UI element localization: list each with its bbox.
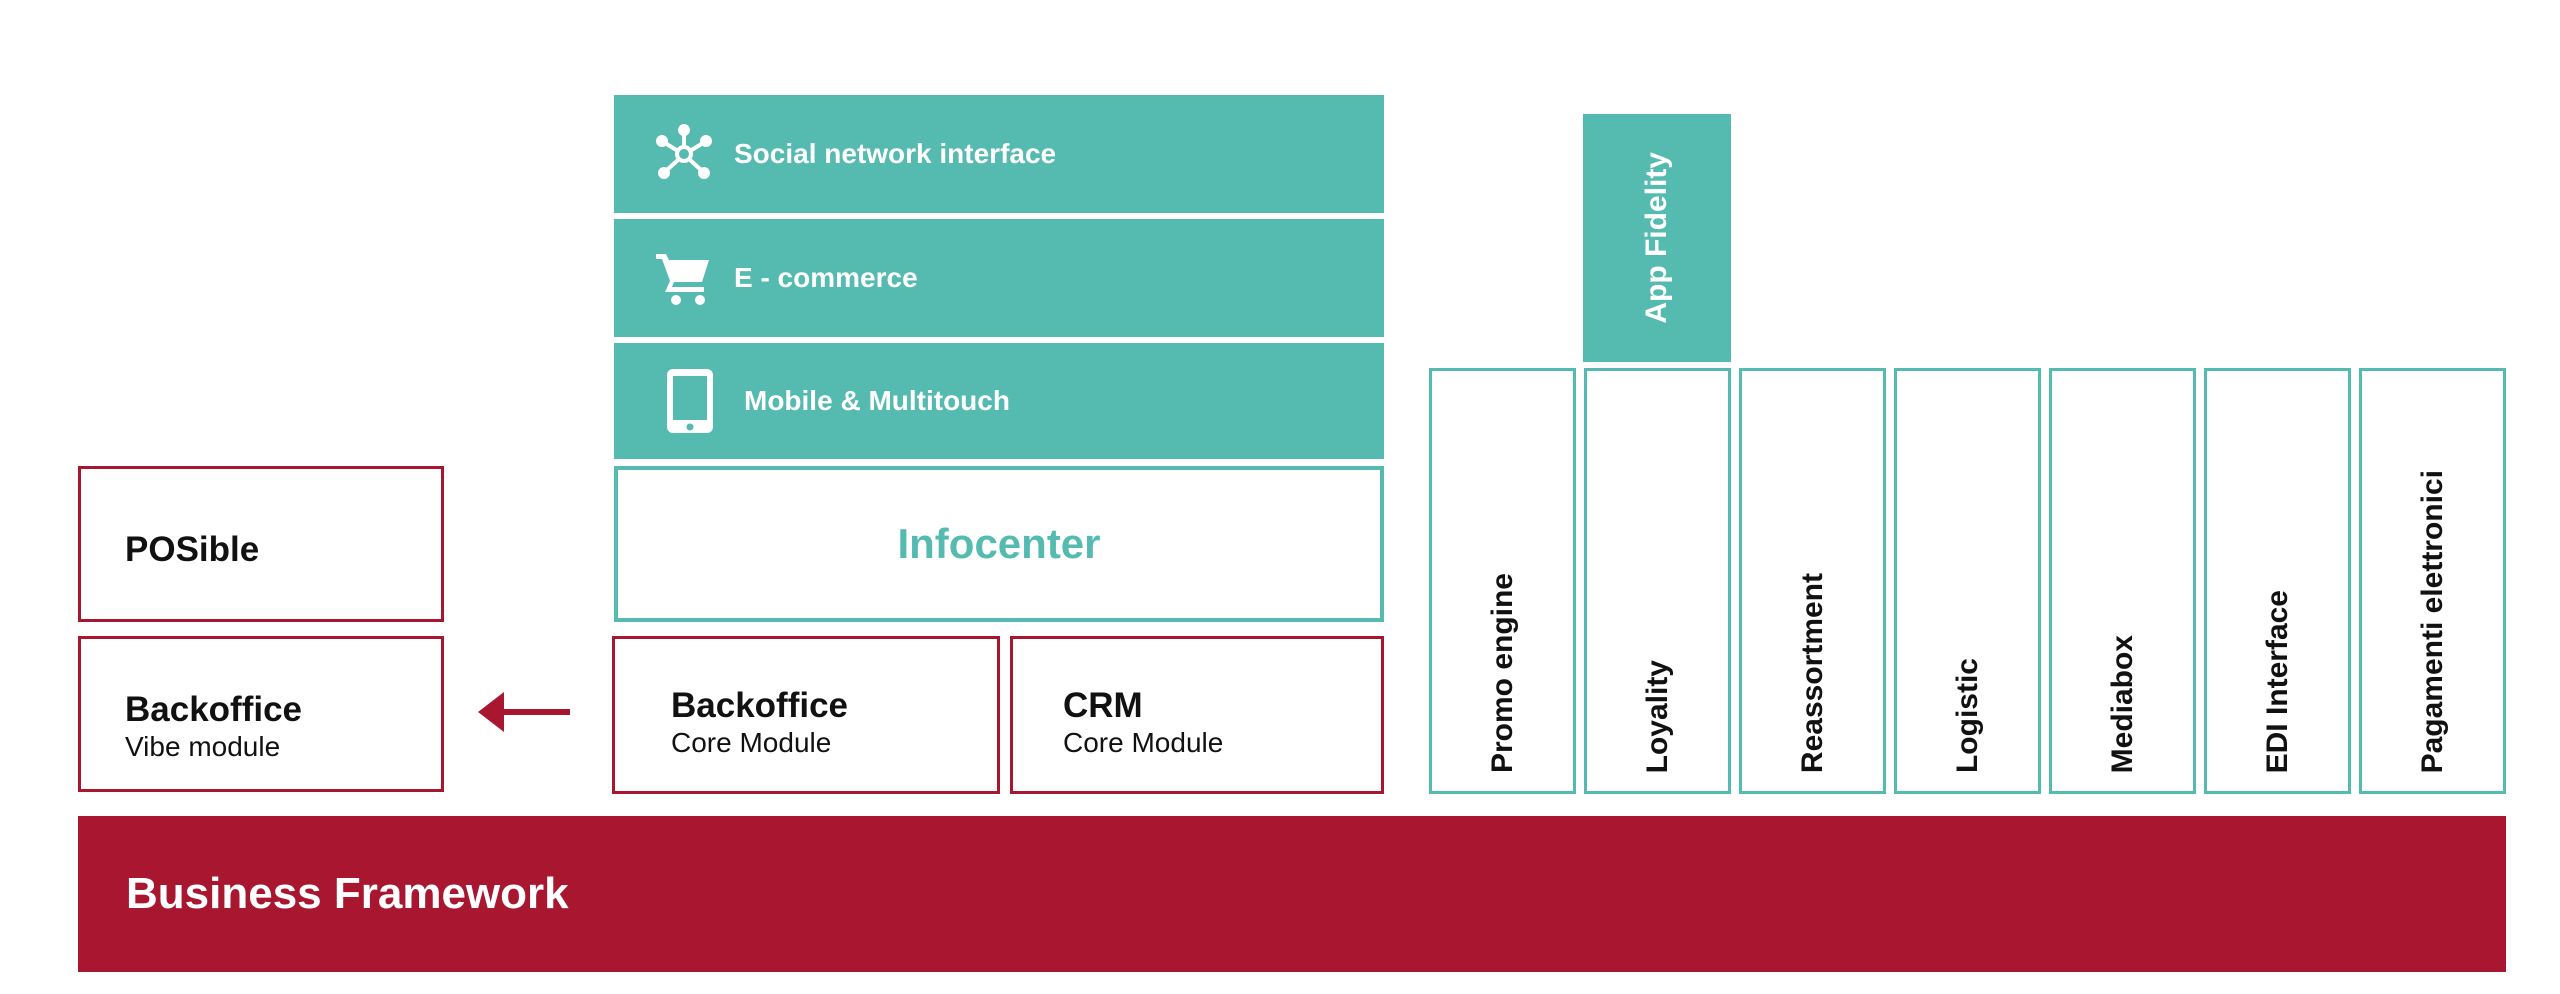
module-label: Loyality bbox=[1640, 659, 1674, 773]
ecommerce-label: E - commerce bbox=[734, 262, 918, 293]
module-logistic: Logistic bbox=[1894, 368, 2041, 794]
app-fidelity-block: App Fidelity bbox=[1583, 114, 1731, 362]
social-network-label: Social network interface bbox=[734, 138, 1057, 169]
posible-box: POSible bbox=[78, 466, 444, 622]
posible-label: POSible bbox=[125, 529, 260, 569]
module-label: Mediabox bbox=[2105, 634, 2139, 773]
crm-subtitle: Core Module bbox=[1063, 726, 1224, 758]
module-promo-engine: Promo engine bbox=[1429, 368, 1576, 794]
crm-core-box: CRM Core Module bbox=[1010, 636, 1384, 794]
backoffice-core-subtitle: Core Module bbox=[671, 726, 832, 758]
infocenter-label: Infocenter bbox=[897, 520, 1101, 567]
ecommerce-block: E - commerce bbox=[614, 219, 1384, 337]
cart-icon bbox=[654, 244, 714, 312]
module-label: Promo engine bbox=[1485, 572, 1519, 773]
tablet-icon bbox=[660, 367, 720, 435]
business-framework-label: Business Framework bbox=[126, 869, 569, 918]
backoffice-vibe-subtitle: Vibe module bbox=[125, 730, 281, 762]
module-pagamenti-elettronici: Pagamenti elettronici bbox=[2359, 368, 2506, 794]
module-label: Logistic bbox=[1950, 657, 1984, 773]
module-loyality: Loyality bbox=[1584, 368, 1731, 794]
backoffice-core-title: Backoffice bbox=[671, 686, 849, 725]
backoffice-core-box: Backoffice Core Module bbox=[612, 636, 1000, 794]
app-fidelity-label: App Fidelity bbox=[1640, 152, 1673, 324]
business-framework-bar: Business Framework bbox=[78, 816, 2506, 972]
mobile-multitouch-block: Mobile & Multitouch bbox=[614, 343, 1384, 459]
module-reassortment: Reassortment bbox=[1739, 368, 1886, 794]
backoffice-vibe-box: Backoffice Vibe module bbox=[78, 636, 444, 792]
module-label: EDI Interface bbox=[2260, 589, 2294, 773]
crm-title: CRM bbox=[1063, 686, 1143, 725]
network-icon bbox=[654, 120, 714, 188]
infocenter-box: Infocenter bbox=[614, 466, 1384, 622]
mobile-multitouch-label: Mobile & Multitouch bbox=[744, 385, 1010, 416]
module-label: Pagamenti elettronici bbox=[2415, 469, 2449, 773]
backoffice-vibe-title: Backoffice bbox=[125, 690, 303, 729]
arrow-left-icon bbox=[478, 692, 570, 732]
module-mediabox: Mediabox bbox=[2049, 368, 2196, 794]
module-label: Reassortment bbox=[1795, 572, 1829, 773]
module-edi-interface: EDI Interface bbox=[2204, 368, 2351, 794]
social-network-block: Social network interface bbox=[614, 95, 1384, 213]
